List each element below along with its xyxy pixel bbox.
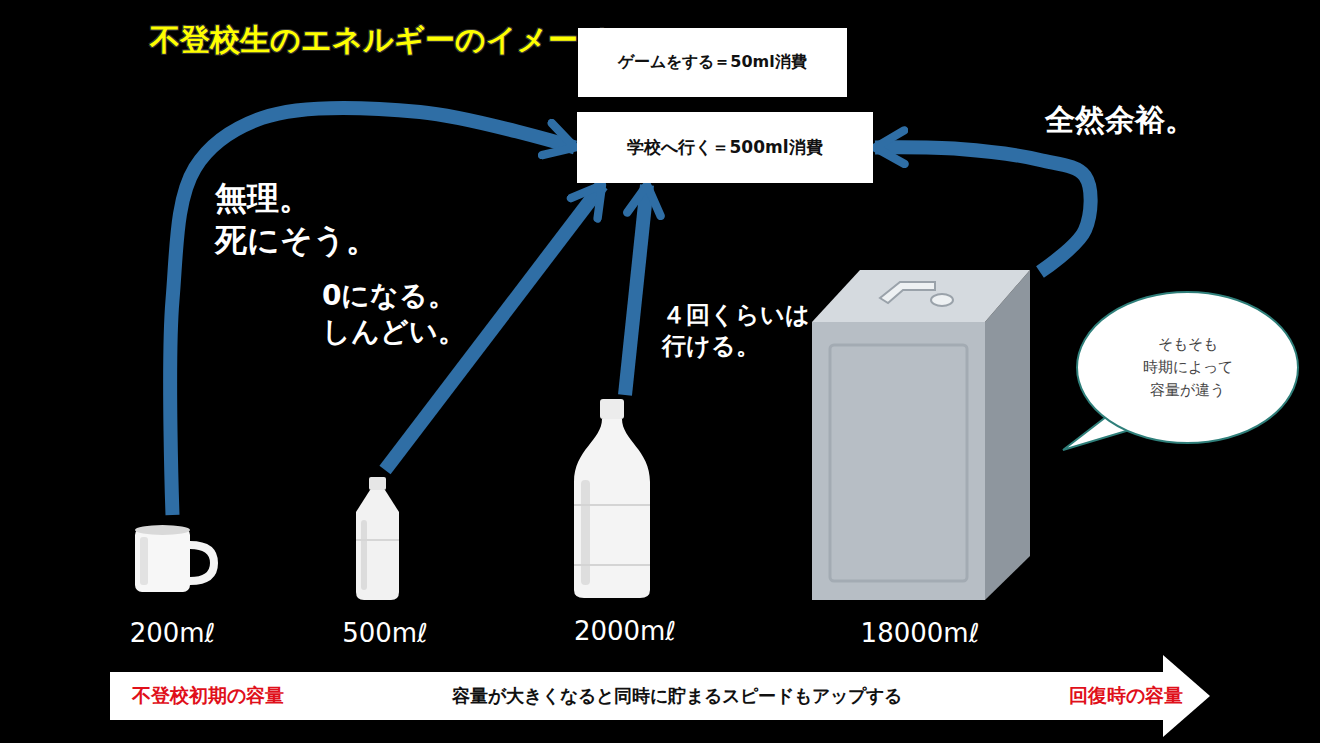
tank-front <box>812 322 985 600</box>
mug-shade <box>140 537 148 585</box>
node-text: 500mℓ <box>342 618 428 649</box>
mug-icon <box>135 525 214 592</box>
node-text: ゲームをする＝50ml消費 <box>618 52 806 73</box>
bottle-ridge <box>356 539 399 541</box>
speech-bubble: そもそも 時期によって 容量が違う <box>1075 290 1300 445</box>
flow-arrow <box>875 147 1091 272</box>
container-node: 200mℓ <box>115 515 230 655</box>
tank-icon <box>812 270 1030 600</box>
bottle-ridge <box>574 504 650 506</box>
container-node: 2000mℓ <box>555 395 695 653</box>
scale-label: 容量が大きくなると同時に貯まるスピードもアップする <box>452 684 902 708</box>
timeline-arrow: 不登校初期の容量 容量が大きくなると同時に貯まるスピードもアップする 回復時の容量 <box>110 672 1181 720</box>
tank-panel <box>830 345 967 581</box>
container-node: 18000mℓ <box>800 262 1040 655</box>
bottle-ridge <box>574 564 650 566</box>
mug-body <box>135 528 190 592</box>
bottle-cap <box>369 477 386 490</box>
edge-label: 0になる。 しんどい。 <box>322 278 466 351</box>
edge-label: 無理。 死にそう。 <box>215 178 378 261</box>
cost-box: 学校へ行く＝500ml消費 <box>577 112 873 183</box>
title: 不登校生のエネルギーのイメージ <box>150 20 609 61</box>
container-node: 500mℓ <box>330 470 440 655</box>
bottle-shade <box>581 480 590 585</box>
tank-side <box>985 270 1030 600</box>
bubble-join <box>1116 411 1141 424</box>
edge-label: 全然余裕。 <box>1045 100 1195 139</box>
node-text: 18000mℓ <box>861 618 980 649</box>
scale-label: 回復時の容量 <box>1069 683 1183 709</box>
scale-label: 不登校初期の容量 <box>132 683 284 709</box>
bottle-body <box>574 419 650 598</box>
mug-handle <box>190 545 214 581</box>
small-bottle-icon <box>356 477 399 600</box>
node-text: そもそも 時期によって 容量が違う <box>1143 333 1233 403</box>
node-text: 200mℓ <box>130 618 216 649</box>
tank-cap <box>931 294 953 306</box>
cost-box: ゲームをする＝50ml消費 <box>578 28 847 97</box>
bubble-body <box>1077 292 1298 443</box>
node-text: 2000mℓ <box>574 616 676 647</box>
tank-top <box>812 270 1030 322</box>
edge-label: ４回くらいは 行ける。 <box>662 300 810 362</box>
bottle-cap <box>600 399 624 419</box>
large-bottle-icon <box>574 399 650 598</box>
flow-arrow <box>625 185 647 395</box>
bottle-shade <box>361 520 367 590</box>
edge-group <box>170 108 1091 515</box>
mug-rim <box>135 525 190 535</box>
node-text: 学校へ行く＝500ml消費 <box>627 136 822 159</box>
bottle-body <box>356 490 399 600</box>
tank-handle <box>880 282 935 303</box>
